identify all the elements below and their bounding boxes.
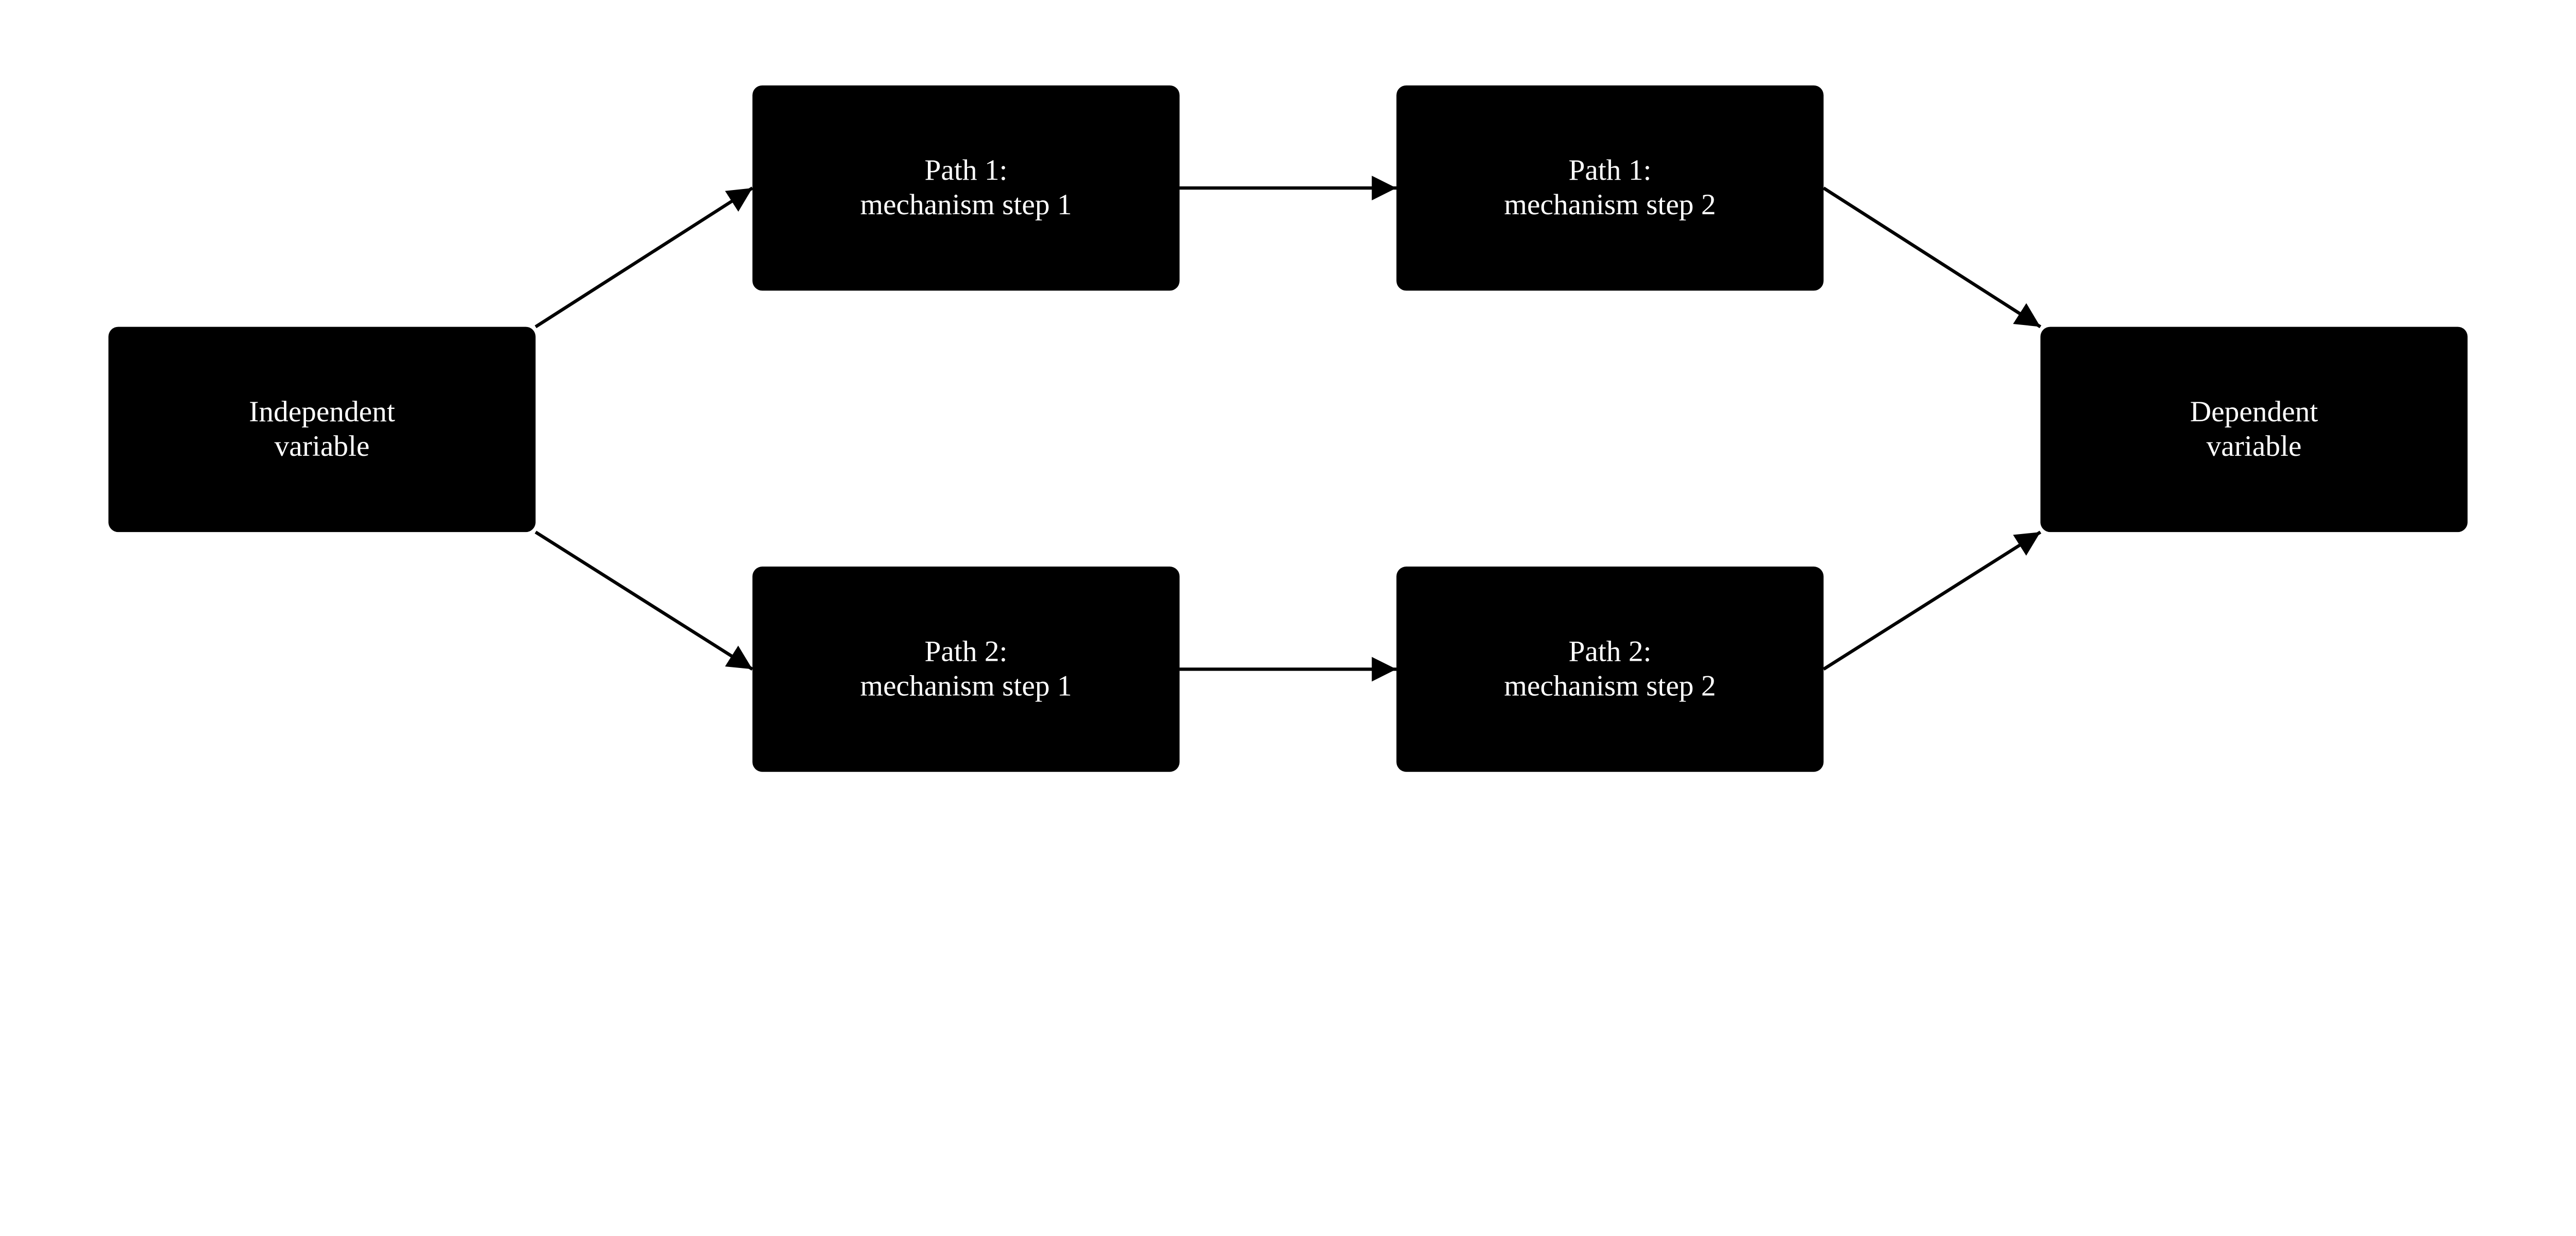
node-label-line: Path 1: bbox=[925, 154, 1008, 186]
node-label-line: Path 2: bbox=[1569, 635, 1652, 667]
node-label-line: mechanism step 2 bbox=[1504, 188, 1716, 221]
arrow-p1s2-to-dv bbox=[1822, 186, 2042, 329]
node-box bbox=[108, 327, 536, 533]
node-label-line: variable bbox=[275, 430, 370, 462]
edges-group bbox=[534, 176, 2042, 682]
node-label-line: variable bbox=[2207, 430, 2302, 462]
node-p1s1: Path 1:mechanism step 1 bbox=[752, 85, 1180, 291]
arrow-iv-to-p1s1 bbox=[534, 186, 754, 329]
node-p1s2: Path 1:mechanism step 2 bbox=[1396, 85, 1824, 291]
arrow-iv-to-p2s1 bbox=[534, 530, 754, 671]
node-box bbox=[1396, 85, 1824, 291]
node-box bbox=[1396, 566, 1824, 772]
node-label-line: mechanism step 2 bbox=[1504, 670, 1716, 702]
node-label-line: Path 2: bbox=[925, 635, 1008, 667]
node-label-line: mechanism step 1 bbox=[860, 670, 1072, 702]
node-label-line: Independent bbox=[249, 396, 395, 428]
arrow-p2s2-to-dv bbox=[1822, 530, 2042, 671]
node-label-line: Path 1: bbox=[1569, 154, 1652, 186]
node-p2s2: Path 2:mechanism step 2 bbox=[1396, 566, 1824, 772]
node-label-line: Dependent bbox=[2190, 396, 2318, 428]
node-box bbox=[752, 85, 1180, 291]
node-label-line: mechanism step 1 bbox=[860, 188, 1072, 221]
node-p2s1: Path 2:mechanism step 1 bbox=[752, 566, 1180, 772]
node-box bbox=[2040, 327, 2468, 533]
node-box bbox=[752, 566, 1180, 772]
